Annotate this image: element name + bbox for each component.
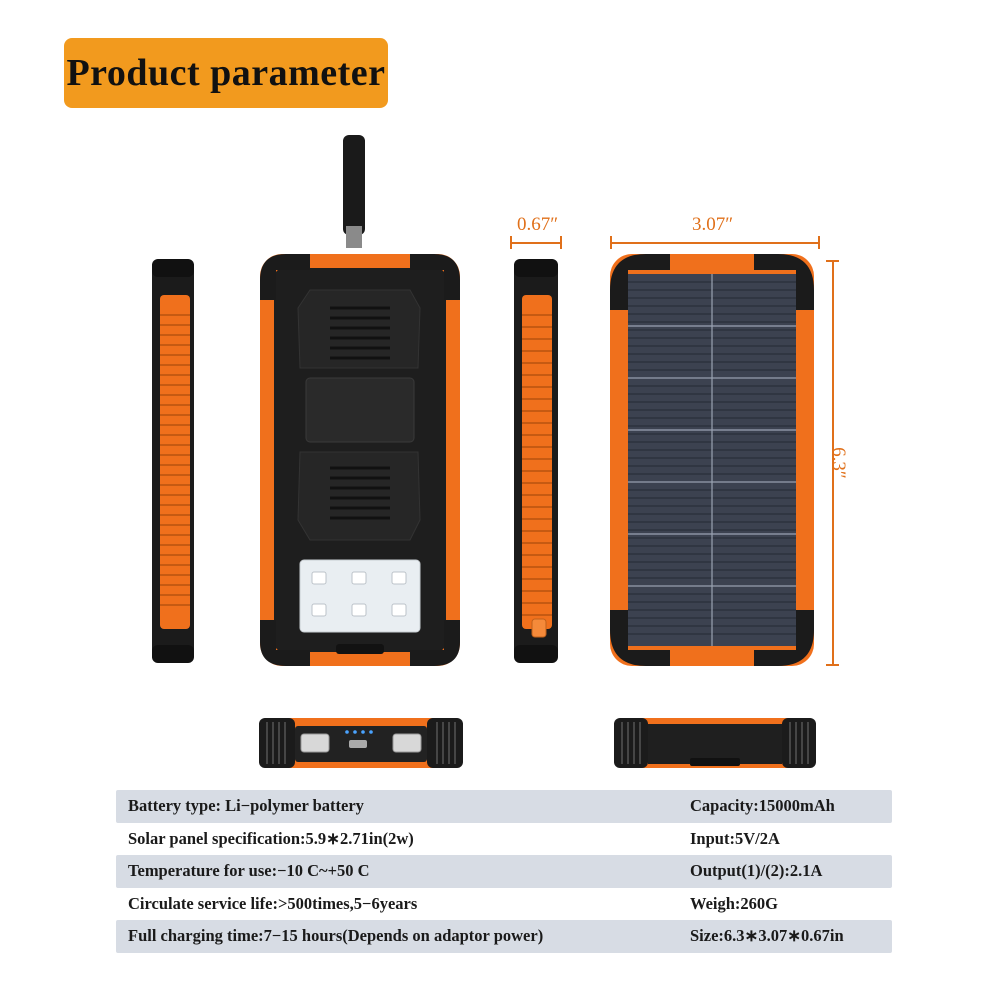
spec-battery-type: Battery type: Li−polymer battery: [128, 796, 364, 816]
spec-row: Full charging time:7−15 hours(Depends on…: [116, 920, 892, 953]
spec-service-life: Circulate service life:>500times,5−6year…: [128, 893, 418, 913]
dimension-height-label: 6.3″: [827, 447, 849, 479]
spec-input: Input:5V/2A: [690, 828, 780, 848]
dimension-thickness-line: [510, 242, 562, 244]
spec-row: Solar panel specification:5.9∗2.71in(2w)…: [116, 823, 892, 856]
top-view: [614, 718, 816, 768]
side-view-right: [514, 259, 558, 663]
dimension-thickness-label: 0.67″: [517, 214, 559, 235]
bottom-view-ports: [259, 718, 463, 768]
spec-weight: Weigh:260G: [690, 893, 779, 913]
side-view-left: [152, 259, 194, 663]
spec-capacity: Capacity:15000mAh: [690, 796, 835, 816]
spec-table: Battery type: Li−polymer battery Capacit…: [116, 790, 892, 953]
spec-output: Output(1)/(2):2.1A: [690, 861, 823, 881]
title-badge: Product parameter: [64, 38, 388, 108]
front-view: [260, 135, 460, 666]
spec-charging-time: Full charging time:7−15 hours(Depends on…: [128, 926, 544, 946]
spec-temperature: Temperature for use:−10 C~+50 C: [128, 861, 370, 881]
spec-row: Temperature for use:−10 C~+50 C Output(1…: [116, 855, 892, 888]
dimension-width-line: [610, 242, 820, 244]
dimension-height-line: [832, 260, 834, 665]
solar-panel-view: [610, 254, 814, 666]
spec-solar-panel: Solar panel specification:5.9∗2.71in(2w): [128, 828, 414, 848]
spec-row: Battery type: Li−polymer battery Capacit…: [116, 790, 892, 823]
dimension-width-label: 3.07″: [692, 214, 734, 235]
spec-size: Size:6.3∗3.07∗0.67in: [690, 926, 844, 946]
spec-row: Circulate service life:>500times,5−6year…: [116, 888, 892, 921]
page-title: Product parameter: [66, 52, 386, 94]
